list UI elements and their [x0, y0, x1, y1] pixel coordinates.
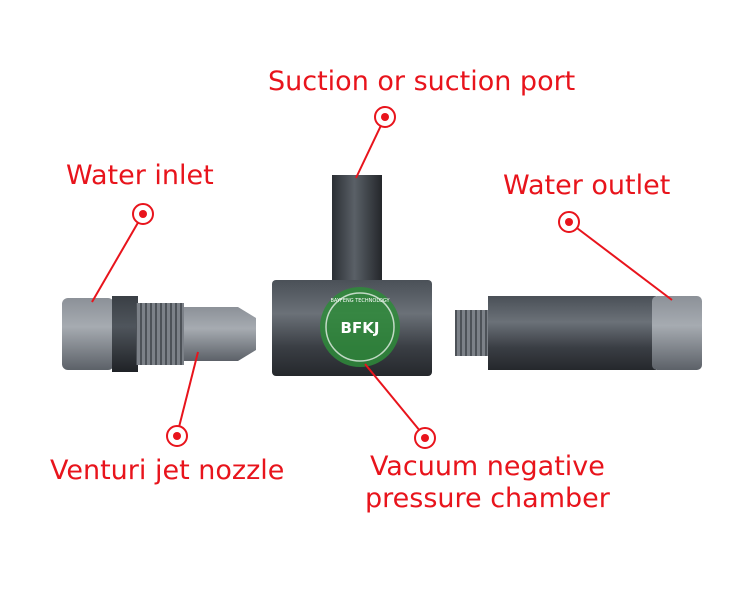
water-outlet-part	[455, 296, 702, 370]
vacuum-chamber-label: Vacuum negative pressure chamber	[365, 451, 610, 515]
water-outlet-label: Water outlet	[503, 170, 671, 201]
target-marker-outlet	[558, 211, 580, 233]
vacuum-chamber-label-line2: pressure chamber	[365, 483, 610, 514]
target-marker-nozzle	[166, 425, 188, 447]
target-marker-inlet	[132, 203, 154, 225]
vacuum-chamber-label-line1: Vacuum negative	[369, 451, 605, 482]
water-inlet-label: Water inlet	[66, 160, 214, 191]
bfkj-logo: BFKJ BAYFENG TECHNOLOGY	[320, 287, 400, 367]
venturi-jet-nozzle-part	[62, 296, 256, 372]
target-marker-vacuum	[414, 427, 436, 449]
target-markers	[132, 106, 580, 449]
venturi-nozzle-label: Venturi jet nozzle	[50, 455, 285, 486]
target-marker-suction	[374, 106, 396, 128]
logo-arc-text: BAYFENG TECHNOLOGY	[330, 298, 390, 304]
logo-text: BFKJ	[341, 319, 380, 337]
suction-port-label: Suction or suction port	[268, 66, 576, 97]
leader-lines	[91, 116, 673, 438]
